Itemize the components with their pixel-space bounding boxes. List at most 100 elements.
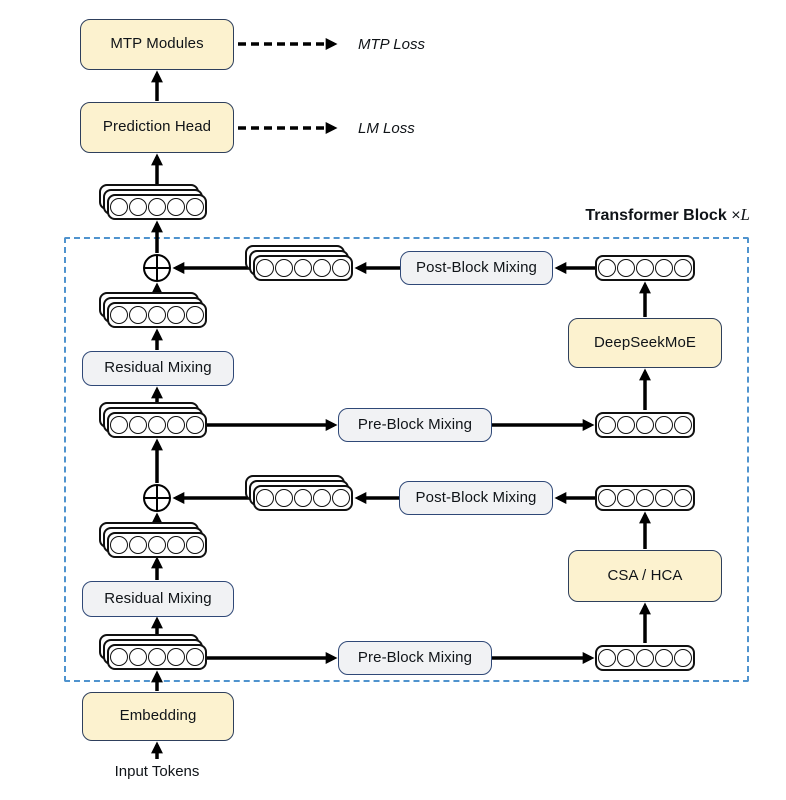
token-circle [167, 416, 185, 434]
token-circle [110, 306, 128, 324]
add-icon-upper [143, 254, 171, 282]
token-circle [148, 306, 166, 324]
token-circle [167, 198, 185, 216]
token-circle [129, 306, 147, 324]
token-circle [636, 259, 654, 277]
token-circles [598, 416, 692, 434]
token-circle [167, 536, 185, 554]
prediction-head-box: Prediction Head [80, 102, 234, 153]
token-circle [110, 648, 128, 666]
token-circles [110, 648, 204, 666]
token-stack-embedded [99, 634, 207, 670]
token-circle [129, 198, 147, 216]
token-circles [110, 536, 204, 554]
deepseekmoe-label: DeepSeekMoE [594, 333, 696, 351]
post-block-mixing-box-lower: Post-Block Mixing [399, 481, 553, 515]
token-circle [256, 259, 274, 277]
token-circle [674, 649, 692, 667]
token-row-pre-mix-upper [595, 412, 695, 438]
token-circles [598, 489, 692, 507]
token-stack-mid [99, 402, 207, 438]
post-block-mixing-label: Post-Block Mixing [416, 258, 537, 276]
prediction-head-label: Prediction Head [102, 118, 212, 136]
token-row-attn-output [595, 485, 695, 511]
token-circle [636, 416, 654, 434]
pre-block-mixing-label: Pre-Block Mixing [357, 415, 473, 433]
token-circle [617, 259, 635, 277]
token-circle [636, 489, 654, 507]
token-circle [617, 649, 635, 667]
token-circle [655, 416, 673, 434]
token-circle [655, 649, 673, 667]
token-row-pre-mix-lower [595, 645, 695, 671]
deepseekmoe-box: DeepSeekMoE [568, 318, 722, 368]
token-circles [110, 198, 204, 216]
transformer-block-title: Transformer Block ×L [480, 205, 750, 225]
token-circle [148, 416, 166, 434]
token-circle [148, 648, 166, 666]
token-circle [313, 489, 331, 507]
pre-block-mixing-label: Pre-Block Mixing [357, 648, 473, 666]
input-tokens-label: Input Tokens [114, 763, 200, 780]
token-circle [167, 306, 185, 324]
token-circle [275, 259, 293, 277]
embedding-label: Embedding [119, 707, 197, 725]
stack-front [253, 485, 353, 511]
token-circle [598, 416, 616, 434]
token-row-moe-output [595, 255, 695, 281]
token-circles [598, 649, 692, 667]
token-circle [256, 489, 274, 507]
csa-hca-label: CSA / HCA [607, 566, 683, 584]
transformer-block-title-text: Transformer Block [585, 207, 727, 224]
residual-mixing-label: Residual Mixing [104, 359, 212, 377]
residual-mixing-box-lower: Residual Mixing [82, 581, 234, 617]
layer-count-variable: L [740, 205, 750, 224]
stack-front [107, 644, 207, 670]
token-circle [617, 416, 635, 434]
token-circles [256, 259, 350, 277]
pre-block-mixing-box-lower: Pre-Block Mixing [338, 641, 492, 675]
token-circle [186, 536, 204, 554]
stack-front [107, 194, 207, 220]
post-block-mixing-box-upper: Post-Block Mixing [400, 251, 553, 285]
mtp-loss-label: MTP Loss [358, 36, 425, 53]
token-circle [275, 489, 293, 507]
residual-mixing-label: Residual Mixing [104, 589, 212, 607]
token-circle [110, 536, 128, 554]
token-circles [598, 259, 692, 277]
token-circle [598, 489, 616, 507]
token-circle [332, 259, 350, 277]
token-circle [636, 649, 654, 667]
token-circles [110, 416, 204, 434]
stack-front [107, 412, 207, 438]
token-circle [674, 416, 692, 434]
token-circle [332, 489, 350, 507]
token-circle [186, 306, 204, 324]
token-circle [110, 198, 128, 216]
token-circle [674, 489, 692, 507]
token-circles [110, 306, 204, 324]
token-circle [313, 259, 331, 277]
token-stack-post-mix-lower [245, 475, 353, 511]
token-circle [294, 259, 312, 277]
token-circle [674, 259, 692, 277]
token-circles [256, 489, 350, 507]
token-circle [186, 416, 204, 434]
token-circle [129, 416, 147, 434]
token-circle [148, 198, 166, 216]
stack-front [253, 255, 353, 281]
token-circle [110, 416, 128, 434]
csa-hca-box: CSA / HCA [568, 550, 722, 602]
token-circle [186, 198, 204, 216]
token-circle [294, 489, 312, 507]
embedding-box: Embedding [82, 692, 234, 741]
pre-block-mixing-box-upper: Pre-Block Mixing [338, 408, 492, 442]
token-circle [148, 536, 166, 554]
token-stack-after-residual-1 [99, 292, 207, 328]
residual-mixing-box-upper: Residual Mixing [82, 351, 234, 386]
mtp-modules-label: MTP Modules [110, 35, 204, 53]
times-symbol: × [731, 207, 741, 224]
stack-front [107, 302, 207, 328]
transformer-block-region [64, 237, 749, 682]
